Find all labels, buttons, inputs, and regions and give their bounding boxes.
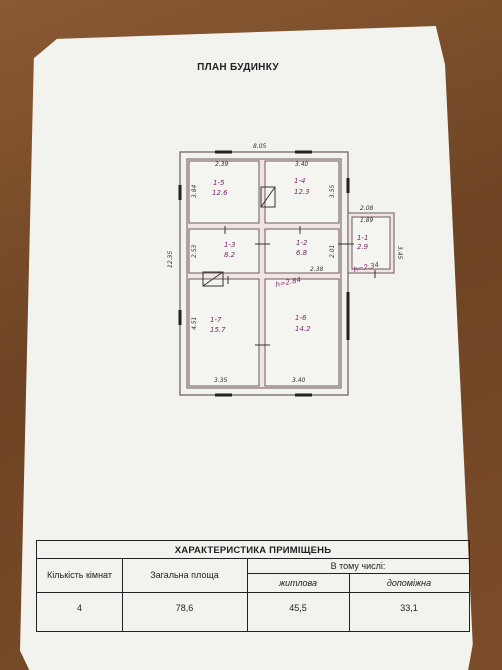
- table-rule: [349, 573, 350, 631]
- porch-room: [351, 216, 391, 270]
- table-rule: [37, 558, 469, 559]
- room-outline: [264, 278, 340, 387]
- dimension-label: 3.55: [329, 184, 336, 198]
- room-outline: [188, 160, 260, 224]
- room-id: 1-3: [224, 241, 235, 249]
- table-rule: [37, 592, 469, 593]
- room-outline: [188, 278, 260, 387]
- dimension-label: 3.35: [214, 377, 228, 384]
- room-area: 6.8: [296, 249, 308, 257]
- room-id: 1-6: [295, 314, 307, 322]
- room-outline: [188, 228, 260, 274]
- stove: [260, 186, 276, 208]
- dimension-label: 12.35: [167, 251, 174, 268]
- dimension-label: 4.51: [191, 317, 198, 330]
- dimension-label: 2.38: [310, 266, 324, 273]
- total-value: 78,6: [175, 603, 194, 613]
- room-outline: [264, 228, 340, 274]
- room-area: 12.6: [212, 189, 228, 197]
- room-id: 1-1: [357, 234, 368, 242]
- aux-value: 33,1: [400, 603, 418, 613]
- col-including-header: В тому числі:: [330, 561, 386, 571]
- living-value: 45,5: [289, 603, 307, 613]
- dimension-label: 2.01: [329, 245, 336, 258]
- room-id: 1-2: [296, 239, 308, 247]
- table-rule: [122, 558, 123, 631]
- col-total-header: Загальна площа: [150, 570, 219, 580]
- dimension-label: 3.40: [292, 377, 306, 384]
- dimension-label: 8.05: [253, 143, 267, 150]
- dimension-label: 2.08: [360, 205, 374, 212]
- table-title: ХАРАКТЕРИСТИКА ПРИМІЩЕНЬ: [174, 545, 332, 556]
- stove-line: [202, 271, 224, 287]
- stove-line: [260, 186, 276, 208]
- room-area: 12.3: [294, 188, 310, 196]
- col-aux-header: допоміжна: [386, 578, 432, 588]
- dimension-label: 2.53: [191, 244, 198, 258]
- dimension-label: 3.40: [295, 161, 309, 168]
- room-area: 15.7: [210, 326, 226, 334]
- room-id: 1-5: [213, 179, 225, 187]
- rooms-value: 4: [76, 603, 82, 613]
- room-outline: [264, 160, 340, 224]
- characteristics-table: ХАРАКТЕРИСТИКА ПРИМІЩЕНЬ Кількість кімна…: [36, 540, 470, 632]
- table-rule: [247, 558, 248, 631]
- room-area: 14.2: [295, 325, 311, 333]
- dimension-label: 3.45: [396, 246, 403, 260]
- room-area: 2.9: [357, 243, 369, 251]
- plan-title: ПЛАН БУДИНКУ: [197, 62, 279, 73]
- room-id: 1-4: [294, 177, 305, 185]
- col-rooms-header: Кількість кімнат: [47, 570, 112, 580]
- stove: [202, 271, 224, 287]
- dimension-label: 1.89: [360, 217, 374, 224]
- room-id: 1-7: [210, 316, 222, 324]
- room-area: 8.2: [224, 251, 236, 259]
- dimension-label: 2.39: [215, 161, 229, 168]
- dimension-label: 3.84: [191, 184, 198, 198]
- col-living-header: житлова: [278, 578, 318, 588]
- table-rule: [247, 573, 469, 574]
